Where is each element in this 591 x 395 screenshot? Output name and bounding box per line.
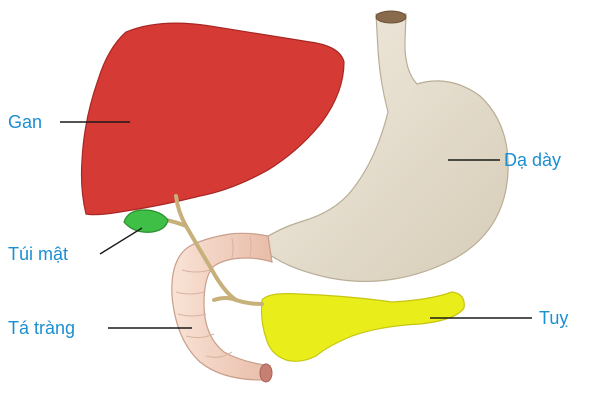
label-liver: Gan [8, 113, 42, 131]
label-pancreas: Tuỵ [539, 309, 568, 327]
duodenum-shape [172, 233, 272, 380]
gallbladder-shape [124, 210, 168, 232]
label-duodenum: Tá tràng [8, 319, 75, 337]
label-stomach: Dạ dày [504, 151, 561, 169]
duodenum-end [260, 364, 272, 382]
liver-shape [82, 23, 345, 215]
leader-line-gallbladder [100, 228, 142, 254]
esophagus-opening [376, 11, 406, 23]
pancreas-shape [262, 292, 465, 361]
label-gallbladder: Túi mật [8, 245, 68, 263]
